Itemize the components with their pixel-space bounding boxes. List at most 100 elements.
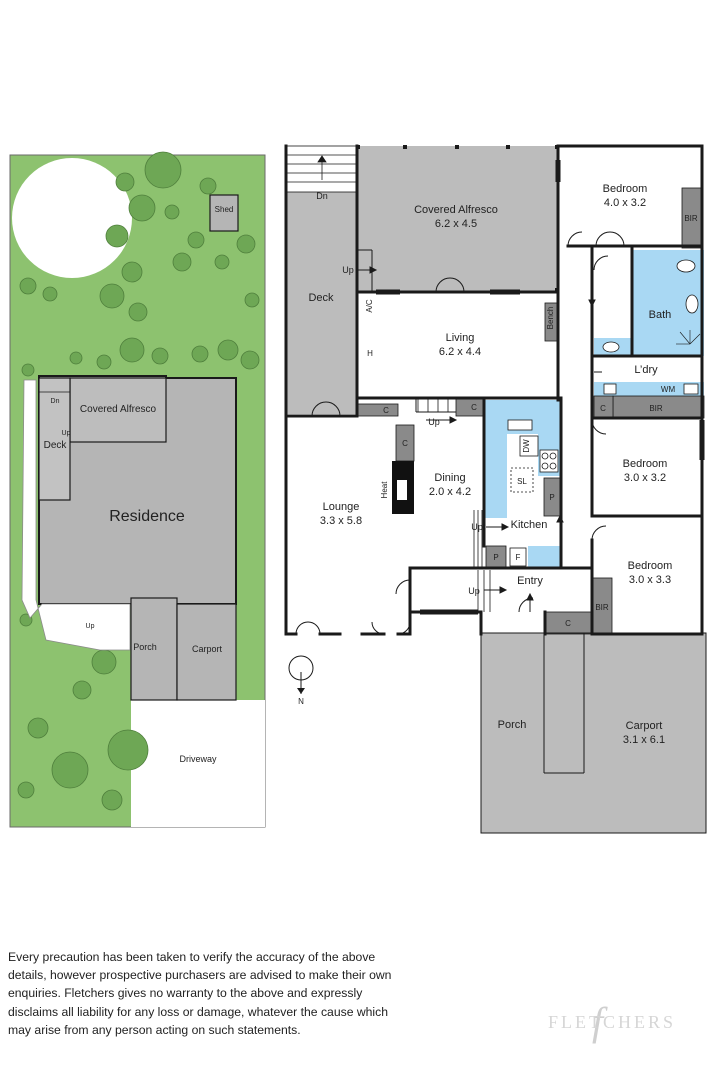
kitchen-up-label: Up: [471, 522, 483, 532]
disclaimer-line: disclaims all liability for any loss or …: [8, 1004, 389, 1019]
brand-watermark: FLETCHERS: [548, 1012, 677, 1032]
bedroom3-dims: 3.0 x 3.3: [629, 574, 671, 586]
c-label-lounge: C: [402, 439, 408, 448]
living-name: Living: [446, 332, 475, 344]
shower: [676, 330, 701, 345]
disclaimer-line: details, however prospective purchasers …: [8, 968, 392, 983]
site-porch-label: Porch: [133, 642, 157, 652]
site-plan: Shed Dn Covered Alfresco Up Deck Residen…: [9, 151, 266, 828]
fridge: [509, 547, 527, 567]
windows: [376, 160, 705, 615]
pantry-label: P: [549, 493, 554, 502]
north-label: N: [298, 697, 304, 706]
c-label-laundry: C: [600, 404, 606, 413]
site-covered-alfresco-label: Covered Alfresco: [80, 404, 157, 415]
lounge-dims: 3.3 x 5.8: [320, 515, 362, 527]
outlines: [357, 249, 707, 834]
wm-label: WM: [661, 385, 676, 394]
fixtures: [507, 259, 699, 567]
alfresco-posts: [356, 145, 559, 292]
heat-label: Heat: [380, 481, 389, 499]
laundry-trough: [603, 383, 617, 395]
toilet: [676, 259, 696, 273]
dw-label: DW: [522, 439, 531, 453]
pantry2-label: P: [493, 553, 498, 562]
sink: [507, 419, 533, 431]
laundry-wet-area: [594, 382, 704, 396]
living-up-label: Up: [428, 417, 440, 427]
covered-alfresco-name: Covered Alfresco: [414, 204, 498, 216]
site-dn-label: Dn: [51, 398, 60, 405]
dining-dims: 2.0 x 4.2: [429, 486, 471, 498]
kitchen-label: Kitchen: [511, 519, 548, 531]
living-dims: 6.2 x 4.4: [439, 346, 481, 358]
entry-up-label: Up: [468, 586, 480, 596]
stove: [539, 449, 559, 473]
kitchen-side-area: [485, 400, 507, 518]
c-label-entry: C: [565, 619, 571, 628]
c-label-living1: C: [383, 406, 389, 415]
bedroom3-name: Bedroom: [628, 560, 673, 572]
bedroom2-dims: 3.0 x 3.2: [624, 472, 666, 484]
covered-alfresco-area: [357, 146, 558, 292]
kitchen-sink-area: [528, 546, 561, 568]
sl-label: SL: [517, 477, 527, 486]
site-trees: [17, 151, 260, 811]
joinery: [357, 187, 705, 635]
site-carport-label: Carport: [192, 644, 223, 654]
site-driveway-label: Driveway: [179, 754, 217, 764]
laundry-label: L’dry: [634, 364, 658, 376]
main-floor-plan: Dn Covered Alfresco 6.2 x 4.5 Bedroom 4.…: [284, 144, 707, 834]
bath-label: Bath: [649, 309, 672, 321]
site-deck: [38, 377, 71, 501]
walls: [284, 144, 704, 636]
site-path: [21, 379, 131, 651]
covered-alfresco-dims: 6.2 x 4.5: [435, 218, 477, 230]
interior-steps: [417, 398, 491, 612]
arrows: [356, 266, 602, 612]
c-label-living2: C: [471, 403, 477, 412]
site-driveway-area: [131, 700, 265, 827]
north-arrow: [288, 655, 314, 694]
deck-label: Deck: [308, 292, 334, 304]
washing-machine: [683, 383, 699, 395]
bedroom1-dims: 4.0 x 3.2: [604, 197, 646, 209]
site-deck-label: Deck: [44, 440, 68, 451]
alfresco-up-label: Up: [342, 265, 354, 275]
site-carport: [176, 603, 237, 701]
deck-area: [286, 192, 358, 414]
bench-label: Bench: [546, 307, 555, 330]
site-porch: [130, 597, 178, 701]
site-shed: [209, 194, 239, 232]
site-up2-label: Up: [86, 623, 95, 630]
floor-dn-label: Dn: [316, 191, 328, 201]
porch-label: Porch: [498, 719, 527, 731]
carport-name: Carport: [626, 720, 663, 732]
lounge-name: Lounge: [323, 501, 360, 513]
bedroom2-name: Bedroom: [623, 458, 668, 470]
bedroom1-name: Bedroom: [603, 183, 648, 195]
site-residence-label: Residence: [109, 508, 185, 525]
disclaimer-line: enquiries. Fletchers gives no warranty t…: [8, 986, 363, 1001]
site-up-label: Up: [62, 430, 71, 437]
dining-name: Dining: [434, 472, 465, 484]
bath-basin: [685, 294, 699, 314]
bir3-label: BIR: [595, 603, 609, 612]
disclaimer: Every precaution has been taken to verif…: [8, 948, 398, 1039]
skylight: [510, 467, 534, 493]
dishwasher-box: [519, 435, 539, 457]
entry-label: Entry: [517, 575, 543, 587]
site-clearing: [12, 158, 132, 278]
bir1-label: BIR: [684, 214, 698, 223]
disclaimer-line: Every precaution has been taken to verif…: [8, 950, 376, 964]
vanity-basin: [602, 341, 620, 353]
fridge-label: F: [516, 553, 521, 562]
bir-laundry-label: BIR: [649, 404, 663, 413]
heater-h-label: H: [367, 349, 373, 358]
brand-logo-mark: f: [592, 999, 604, 1044]
ac-label: A/C: [365, 299, 374, 313]
disclaimer-line: may arise from any person acting on such…: [8, 1022, 301, 1037]
deck-steps: [285, 145, 358, 193]
site-shed-label: Shed: [215, 205, 234, 214]
